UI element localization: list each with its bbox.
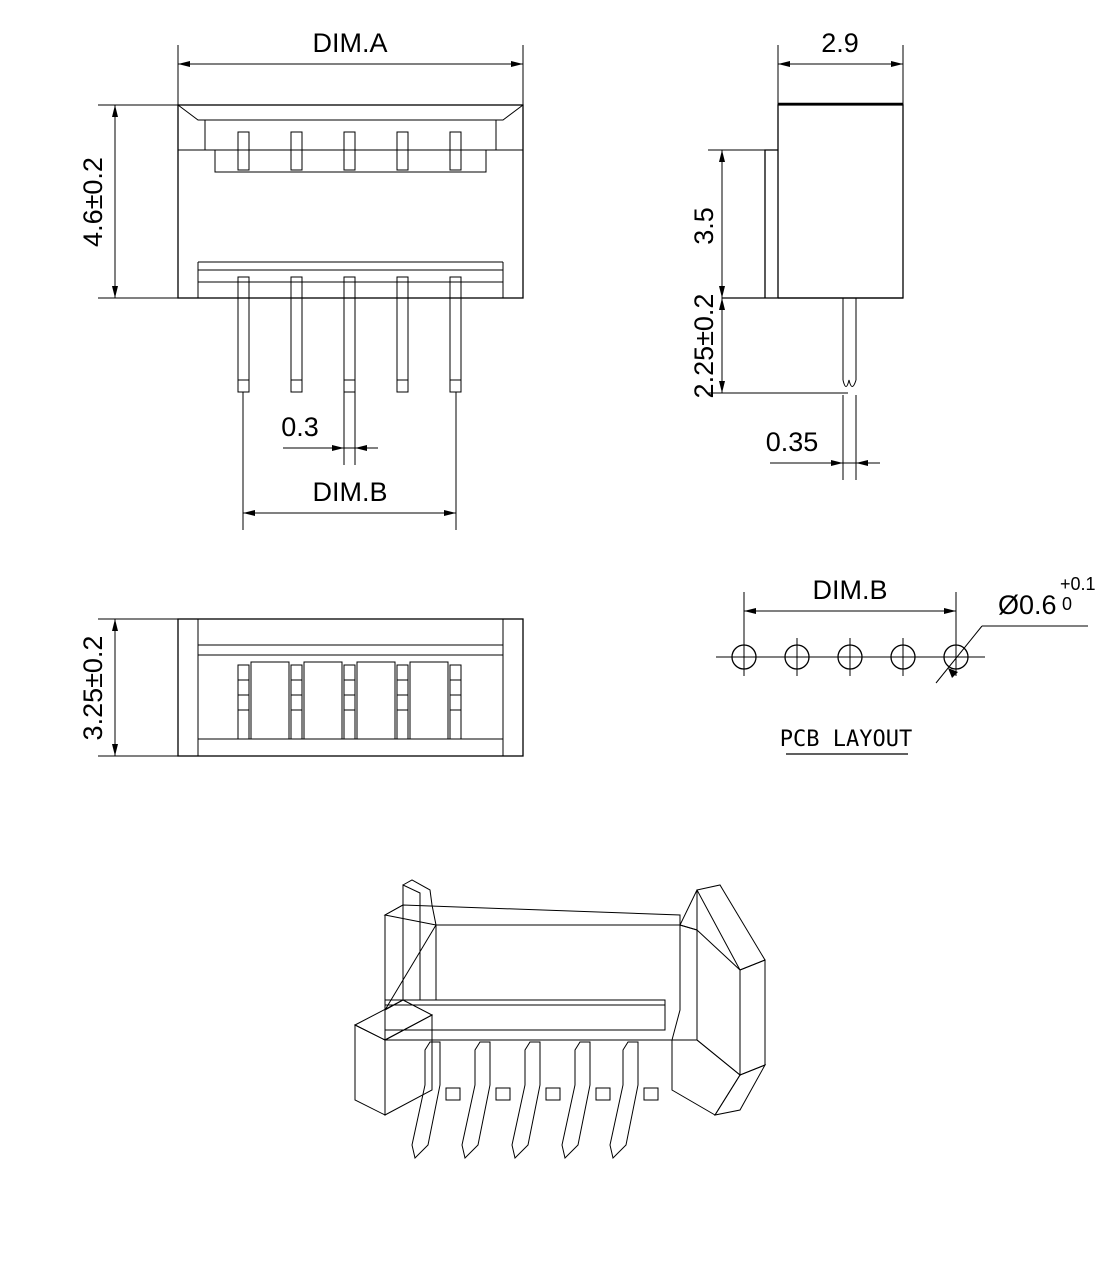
body-height-dimension: 3.5 (689, 149, 765, 298)
depth-label: 2.9 (821, 28, 859, 58)
dim-a-label: DIM.A (312, 28, 387, 58)
body-height-label: 3.5 (689, 207, 719, 245)
pcb-dim-b-dimension: DIM.B (743, 575, 957, 640)
pin-width-label: 0.3 (281, 412, 319, 442)
hole-diameter-label: Ø0.6 (998, 590, 1057, 620)
isometric-pins (411, 1041, 659, 1159)
side-view: 2.9 3.5 2.25±0.2 0.35 (689, 28, 904, 480)
isometric-view (353, 879, 767, 1159)
pin-thickness-dimension: 0.35 (766, 395, 880, 480)
bottom-height-label: 3.25±0.2 (78, 636, 108, 741)
pcb-dim-b-label: DIM.B (812, 575, 887, 605)
upper-pin-stubs (237, 131, 462, 171)
bottom-view: 3.25±0.2 (78, 618, 524, 757)
height-label: 4.6±0.2 (78, 157, 108, 247)
pin-length-dimension: 2.25±0.2 (689, 294, 848, 399)
depth-dimension: 2.9 (777, 28, 904, 105)
hole-tolerance-upper: +0.1 (1060, 574, 1096, 594)
front-pins (237, 276, 462, 393)
hole-tolerance-lower: 0 (1062, 594, 1072, 614)
dim-a-dimension: DIM.A (177, 28, 524, 105)
bottom-height-dimension: 3.25±0.2 (78, 618, 178, 757)
dim-b-label: DIM.B (312, 477, 387, 507)
pin-length-label: 2.25±0.2 (689, 294, 719, 399)
bottom-pin-slots (237, 661, 462, 740)
pcb-layout-title: PCB LAYOUT (780, 727, 912, 752)
pcb-holes (731, 638, 969, 676)
height-dimension: 4.6±0.2 (78, 104, 178, 299)
pcb-layout: DIM.B Ø0.6 +0.1 0 PCB LAYOUT (716, 574, 1096, 755)
hole-diameter-callout: Ø0.6 +0.1 0 (935, 574, 1096, 684)
dim-b-dimension: DIM.B (242, 392, 457, 530)
pin-thickness-label: 0.35 (766, 427, 819, 457)
front-view: DIM.A 4.6±0.2 0.3 DIM.B (78, 28, 524, 530)
pin-width-dimension: 0.3 (281, 392, 378, 465)
